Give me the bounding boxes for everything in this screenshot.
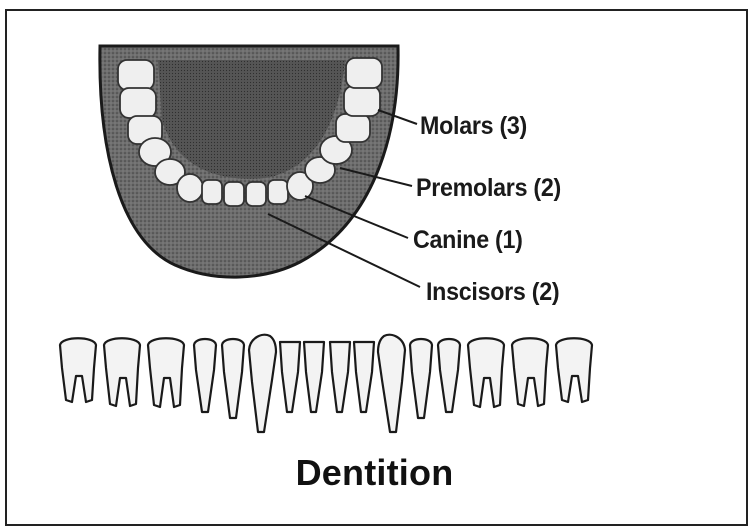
incisor-tooth — [304, 342, 324, 412]
label-premolars: Premolars (2) — [416, 174, 561, 203]
molar-tooth — [556, 338, 592, 402]
premolar-tooth — [222, 339, 244, 418]
canine-tooth — [249, 335, 276, 432]
molar-tooth — [512, 338, 548, 406]
premolar-tooth — [194, 339, 216, 412]
molar-tooth — [148, 338, 184, 407]
lower-jaw-illustration — [100, 46, 398, 277]
incisor-tooth — [354, 342, 374, 412]
tooth-row — [60, 335, 592, 432]
label-molars: Molars (3) — [420, 112, 527, 141]
figure-title: Dentition — [0, 452, 749, 494]
molar-tooth — [60, 338, 96, 402]
canine-tooth — [378, 335, 405, 432]
molar-tooth — [468, 338, 504, 407]
label-canine: Canine (1) — [413, 226, 523, 255]
premolar-tooth — [438, 339, 460, 412]
incisor-tooth — [330, 342, 350, 412]
incisor-tooth — [280, 342, 300, 412]
molar-tooth — [104, 338, 140, 406]
premolar-tooth — [410, 339, 432, 418]
label-incisors: Inscisors (2) — [426, 278, 559, 307]
